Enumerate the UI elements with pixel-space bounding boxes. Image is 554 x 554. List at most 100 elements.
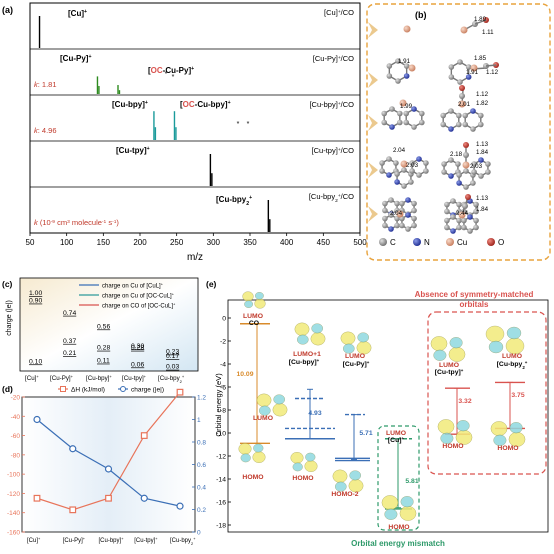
atom-c: [448, 108, 454, 114]
orbital-lobe: [252, 451, 266, 463]
orbital-lobe: [310, 332, 326, 346]
atom-c: [478, 173, 484, 179]
atom-c: [473, 224, 479, 231]
panel-c-label: (c): [2, 279, 13, 289]
atom-cu: [400, 160, 408, 168]
orbital-lobe: [400, 496, 414, 508]
series-name: [Cu-tpy]+/CO: [312, 146, 355, 155]
series-name: [Cu-bpy]+/CO: [309, 100, 354, 109]
symmetry-box: [427, 311, 547, 475]
atom-n: [450, 228, 456, 234]
legend-label: ΔH (kJ/mol): [71, 387, 105, 394]
atom-cu: [462, 161, 470, 169]
right-tick-label: 0: [197, 530, 201, 537]
data-point: [104, 465, 113, 473]
bond-distance: 1.12: [486, 69, 499, 76]
panel-e-frame: [227, 299, 549, 533]
legend-atom: [413, 238, 421, 246]
orbital-lobe: [437, 419, 455, 434]
species-label: [Cu-bpy]+: [112, 100, 148, 109]
adduct-label: [OC-Cu-bpy]+: [180, 100, 231, 109]
x-axis-label: m/z: [187, 252, 203, 263]
orbital-labels: LUMOCOHOMO10.09LUMO+1[Cu-bpy]+LUMOHOMO4.…: [236, 313, 527, 531]
atom-c: [455, 112, 462, 119]
bond-distance: 1.11: [482, 29, 494, 36]
species-label: [Cu]+: [68, 9, 87, 18]
atom-c: [456, 172, 462, 178]
orbital-lobe: [332, 469, 348, 483]
orbital-lobe: [381, 495, 399, 510]
atom-c: [395, 78, 401, 84]
left-tick-label: -20: [11, 395, 21, 402]
gap-value: 5.81: [405, 478, 418, 485]
atom-c: [399, 222, 405, 229]
atom-n: [411, 106, 417, 112]
y-tick-label: -12: [216, 454, 226, 461]
legend-label: Cu: [457, 238, 467, 247]
left-tick-label: -100: [7, 472, 20, 479]
atom-c: [399, 200, 405, 207]
row-arrow: [368, 162, 378, 178]
rate-constant: k: 1.81: [34, 80, 57, 89]
atom-c: [444, 217, 450, 224]
atom-c: [465, 64, 472, 70]
panel-e-ylabel: Orbital energy (eV): [214, 373, 223, 437]
atom-c: [388, 212, 394, 218]
legend-label: C: [390, 238, 396, 247]
mass-spectra: [Cu]+[Cu]+/CO[Cu-Py]+[Cu-Py]+/CO[OC-Cu-P…: [30, 8, 360, 232]
orbital-lobe: [294, 322, 310, 336]
orbital-lobe: [304, 460, 318, 472]
atom-c: [448, 157, 454, 163]
lumo-label: LUMO: [243, 313, 263, 320]
atom-c: [393, 160, 399, 166]
atom-cu: [458, 211, 466, 219]
panel-d: (d) -20-40-60-80-100-120-140-1601.210.80…: [2, 384, 206, 546]
charge-legend: charge on Cu of [CuL]+charge on Cu of [O…: [79, 281, 176, 310]
atom-n: [394, 179, 400, 185]
legend-label: O: [498, 238, 504, 247]
orbital-lobe: [272, 403, 288, 417]
orbital-lobe: [399, 506, 417, 521]
atom-c: [394, 222, 400, 229]
atom-n: [467, 214, 473, 220]
y-tick-label: -4: [220, 362, 226, 369]
orbital-lobe: [297, 334, 309, 345]
orbital-lobe: [384, 508, 398, 520]
x-tick-label: 300: [207, 238, 221, 247]
data-point: [140, 432, 148, 439]
bond-distance: 2.01: [458, 101, 471, 108]
panel-e-label: (e): [206, 279, 217, 289]
atom-n: [448, 126, 454, 132]
legend-label: charge on Cu of [OC-CuL]+: [102, 291, 175, 300]
atom-c: [441, 169, 447, 175]
orbital-lobe: [242, 291, 254, 302]
co-label: CO: [249, 320, 259, 327]
lumo-label: LUMO: [502, 353, 522, 360]
atom-cu: [399, 99, 407, 107]
atom-o: [463, 142, 469, 148]
orbital-lobe: [456, 420, 470, 432]
category-label: [Cu-bpy2+: [158, 374, 185, 384]
atom-c: [408, 179, 414, 185]
orbital-lobe: [449, 337, 463, 349]
charge-values: 1.000.900.100.740.370.210.560.280.110.30…: [29, 290, 179, 371]
mismatch-box: [377, 425, 420, 531]
atom-c: [409, 160, 415, 166]
rate-constant: k: 4.96: [34, 126, 57, 135]
gap-value: 10.09: [236, 371, 253, 378]
atom-n: [403, 73, 410, 79]
x-tick-label: 150: [97, 238, 111, 247]
panel-c-frame: [19, 277, 199, 372]
atom-c: [470, 126, 476, 132]
data-point: [69, 506, 77, 514]
charge-value: 0.90: [29, 298, 42, 305]
species-label: [Cu-tpy]+: [116, 146, 150, 155]
atom-c: [471, 169, 477, 175]
charge-value: 0.28: [97, 345, 110, 352]
atom-c: [463, 152, 469, 158]
atom-n: [405, 197, 411, 203]
series-name: [Cu-Py]+/CO: [313, 54, 354, 63]
data-point: [105, 494, 112, 502]
panel-a-label: (a): [2, 5, 13, 15]
